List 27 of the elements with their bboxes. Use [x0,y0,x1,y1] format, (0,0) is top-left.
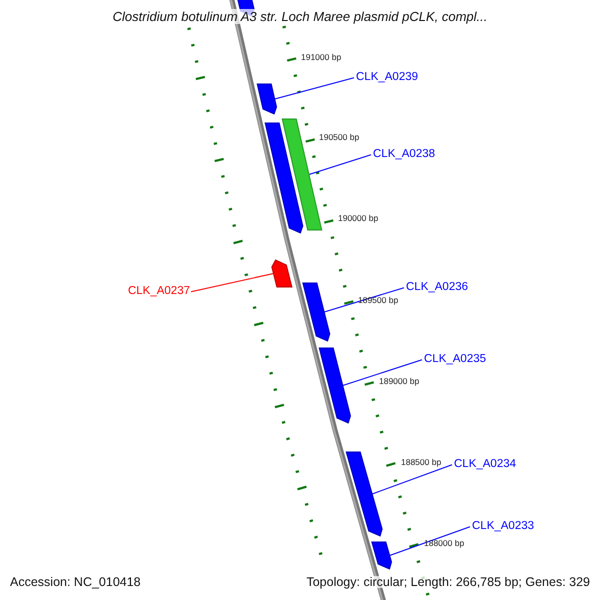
scale-label: 190500 bp [319,132,360,142]
scale-label: 189500 bp [358,296,398,304]
gene-block [271,259,293,288]
gene-label: CLK_A0238 [373,149,436,160]
gene-label: CLK_A0234 [454,459,516,470]
leader-line [324,287,404,312]
gene-block [264,122,304,234]
gene-label: CLK_A0235 [424,354,486,366]
leader-line [342,359,422,386]
info-text: Accession: NC_010418 [10,576,141,588]
scale-label: 191000 bp [301,52,342,62]
gene-block [346,452,383,537]
leader-line [274,77,354,100]
gene-label: CLK_A0233 [472,521,534,532]
gene-block [318,348,351,424]
scale-label: 188000 bp [424,538,464,548]
gene-block [371,542,392,570]
leader-line [308,154,372,175]
info-text: Topology: circular; Length: 266,785 bp; Genes: 329 [306,576,590,588]
gene-label: CLK_A0236 [406,282,468,294]
leader-line [372,464,452,494]
leader-line [389,526,470,556]
gene-label: CLK_A0239 [356,72,418,84]
gene-block [256,84,278,115]
gene-label: CLK_A0237 [128,286,190,298]
leader-line [190,273,274,292]
gene-block [302,282,330,342]
